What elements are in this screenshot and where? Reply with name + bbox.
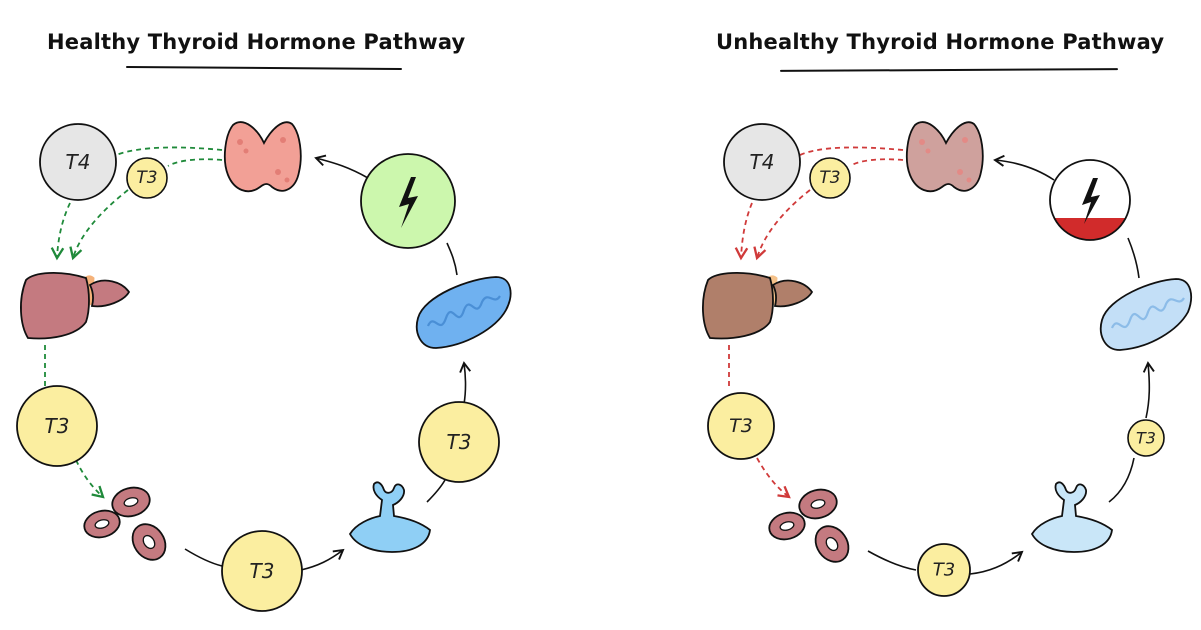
t3-liver-label-u: T3: [729, 415, 753, 437]
t3-bottom-hormone-u: T3: [917, 543, 971, 597]
dashed-thyroid-to-t4-u: [799, 146, 904, 156]
red-blood-cells: [83, 486, 167, 561]
arrow-receptor-to-t3: [426, 479, 446, 503]
dashed-t3-to-liver: [69, 189, 129, 261]
dashed-t4-to-liver-u: [734, 202, 753, 261]
t3-liver-label: T3: [45, 414, 70, 438]
thyroid-gland: [223, 121, 302, 193]
liver-u: [702, 272, 814, 340]
red-blood-cells-u: [768, 488, 850, 563]
energy-circle-u: [1049, 159, 1131, 241]
healthy-panel: T4 T3 T3: [16, 121, 512, 612]
unhealthy-pathway-title: Unhealthy Thyroid Hormone Pathway: [716, 30, 1165, 54]
t4-hormone-u: T4: [723, 123, 801, 201]
mitochondria: [415, 276, 512, 349]
t3-liver-hormone-u: T3: [707, 392, 775, 460]
t3-right-hormone: T3: [418, 401, 500, 483]
t3-bottom-label-u: T3: [933, 560, 955, 581]
t4-label: T4: [66, 150, 91, 174]
t3-liver-hormone: T3: [16, 385, 98, 467]
t3-right-label: T3: [447, 430, 472, 454]
t3-small-label: T3: [136, 168, 157, 188]
t3-small-hormone-u: T3: [809, 157, 851, 199]
arrow-t3-to-mito-u: [1142, 361, 1155, 419]
arrow-mito-to-energy: [446, 242, 458, 276]
arrow-receptor-to-t3-u: [1108, 457, 1135, 503]
lightning-icon-u: [1082, 178, 1100, 224]
t4-label-u: T4: [750, 150, 775, 174]
t3-bottom-label: T3: [250, 559, 275, 583]
arrow-energy-to-thyroid: [314, 154, 369, 179]
t3-bottom-hormone: T3: [221, 530, 303, 612]
dashed-thyroid-to-t3-u: [849, 158, 904, 167]
arrow-energy-to-thyroid-u: [993, 154, 1055, 181]
arrow-t3-to-receptor: [300, 548, 345, 571]
liver: [20, 272, 131, 340]
arrow-cells-to-t3-u: [867, 550, 917, 571]
dashed-t3-to-liver-u: [753, 189, 811, 261]
healthy-pathway-title: Healthy Thyroid Hormone Pathway: [47, 30, 466, 54]
unhealthy-panel: T4 T3: [702, 121, 1192, 597]
dashed-t3-to-cells-u: [756, 457, 791, 499]
arrow-t3-to-receptor-u: [969, 550, 1024, 575]
dashed-t3-to-cells: [75, 459, 105, 499]
thyroid-gland-u: [905, 121, 984, 193]
t3-right-label-u: T3: [1136, 429, 1156, 448]
t4-hormone: T4: [39, 123, 117, 201]
arrow-cells-to-t3: [184, 548, 223, 567]
mitochondria-u: [1099, 278, 1192, 351]
dashed-thyroid-to-t4: [115, 146, 223, 156]
dashed-thyroid-to-t3: [167, 158, 223, 167]
t3-small-hormone: T3: [126, 157, 168, 199]
receptor-u: [1030, 481, 1113, 553]
lightning-icon: [399, 177, 418, 228]
t3-right-hormone-u: T3: [1127, 419, 1165, 457]
energy-circle: [360, 153, 456, 249]
arrow-t3-to-mito: [459, 361, 472, 405]
t3-small-label-u: T3: [819, 168, 840, 188]
arrow-mito-to-energy-u: [1127, 237, 1140, 279]
receptor: [348, 481, 431, 553]
dashed-t4-to-liver: [50, 202, 71, 261]
